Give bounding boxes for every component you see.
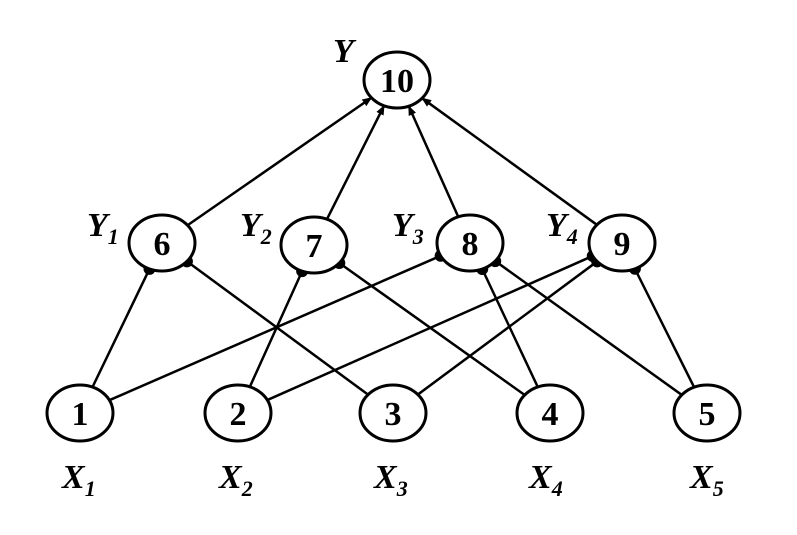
input-3-variable-sub: 3 [396, 476, 408, 501]
input-5-variable-sub: 5 [713, 476, 724, 501]
node-10-label: 10 [380, 63, 414, 100]
node-4-label: 4 [542, 396, 559, 433]
hidden-4-variable-label: Y4 [546, 207, 578, 249]
input-5-variable-main: X [689, 459, 714, 496]
input-2-variable-sub: 2 [241, 476, 253, 501]
hidden-3-variable-main: Y [392, 207, 416, 244]
input-3-variable-label: X3 [373, 459, 408, 501]
input-4-variable-main: X [528, 459, 553, 496]
output-variable-label: Y [333, 33, 357, 70]
node-9: 9 [587, 213, 657, 273]
edge-5-to-8 [494, 260, 683, 396]
node-1-label: 1 [72, 396, 89, 433]
node-7-label: 7 [306, 228, 323, 265]
input-1-variable-sub: 1 [85, 476, 96, 501]
node-4: 4 [515, 383, 585, 443]
edge-6-to-10 [186, 96, 373, 227]
input-1-variable-label: X1 [61, 459, 96, 501]
node-8: 8 [435, 213, 505, 273]
hidden-2-variable-main: Y [240, 207, 264, 244]
input-2-variable-label: X2 [218, 459, 253, 501]
node-2-circle [203, 383, 273, 443]
hidden-4-variable-sub: 4 [566, 224, 578, 249]
edge-4-to-7 [338, 261, 526, 397]
input-1-variable-main: X [61, 459, 86, 496]
input-4-variable-sub: 4 [551, 476, 563, 501]
node-6-label: 6 [154, 226, 171, 263]
input-2-variable-main: X [218, 459, 243, 496]
edge-2-to-9 [266, 254, 594, 402]
hidden-2-variable-label: Y2 [240, 207, 272, 249]
node-7: 7 [279, 215, 349, 275]
hidden-1-variable-label: Y1 [87, 207, 119, 249]
node-10: 10 [362, 50, 432, 110]
hidden-1-variable-sub: 1 [108, 224, 119, 249]
node-2: 2 [203, 383, 273, 443]
node-3-label: 3 [385, 396, 402, 433]
hidden-3-variable-sub: 3 [412, 224, 424, 249]
node-7-circle [279, 215, 349, 275]
output-variable-main: Y [333, 33, 357, 70]
hidden-2-variable-sub: 2 [260, 224, 272, 249]
hidden-1-variable-main: Y [87, 207, 111, 244]
node-6-circle [127, 213, 197, 273]
node-9-label: 9 [614, 226, 631, 263]
edge-1-to-8 [108, 254, 442, 402]
node-10-circle [362, 50, 432, 110]
edge-4-to-8 [481, 268, 539, 388]
node-5-label: 5 [699, 396, 716, 433]
node-4-circle [515, 383, 585, 443]
input-5-variable-label: X5 [689, 459, 724, 501]
hidden-4-variable-main: Y [546, 207, 570, 244]
edge-2-to-7 [248, 270, 304, 388]
edge-8-to-10 [407, 105, 460, 218]
node-8-circle [435, 213, 505, 273]
edge-1-to-6 [91, 268, 151, 388]
edge-9-to-10 [421, 97, 598, 226]
node-5: 5 [672, 383, 742, 443]
input-4-variable-label: X4 [528, 459, 563, 501]
node-6: 6 [127, 213, 197, 273]
edge-5-to-9 [633, 268, 696, 388]
node-5-circle [672, 383, 742, 443]
node-1: 1 [45, 383, 115, 443]
node-3: 3 [358, 383, 428, 443]
input-3-variable-main: X [373, 459, 398, 496]
node-1-circle [45, 383, 115, 443]
edge-7-to-10 [325, 104, 386, 220]
node-2-label: 2 [230, 396, 247, 433]
node-3-circle [358, 383, 428, 443]
node-9-circle [587, 213, 657, 273]
hidden-3-variable-label: Y3 [392, 207, 424, 249]
node-8-label: 8 [462, 226, 479, 263]
edge-3-to-9 [417, 260, 598, 396]
